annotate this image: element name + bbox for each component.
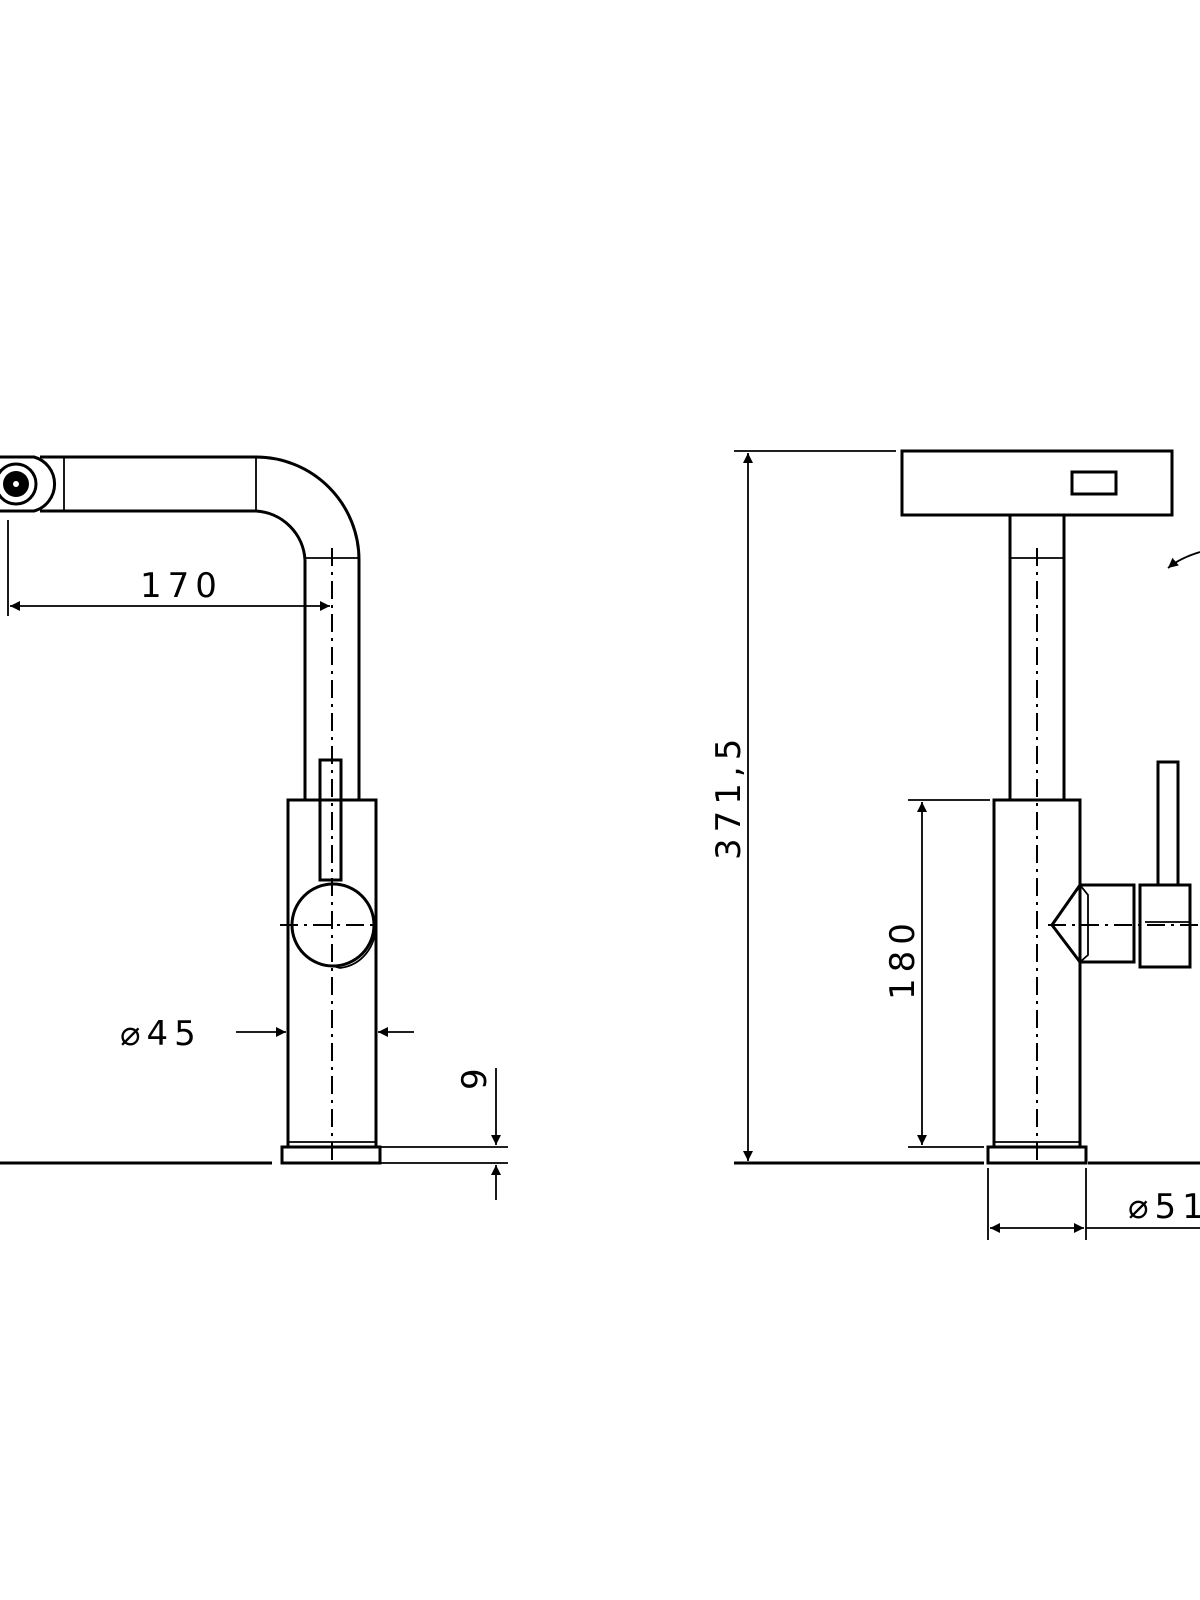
side-handle-lever [1156, 760, 1180, 887]
side-spray-button [1070, 470, 1118, 496]
side-rotation-arrow [1167, 551, 1200, 569]
dim-base-height-label: 9 [455, 1062, 495, 1090]
front-handle-lever [318, 758, 343, 882]
front-spray-nozzle-dot [13, 481, 19, 487]
dim-base-diameter-label: ⌀51 [1128, 1187, 1200, 1227]
side-view: 371,5 180 ⌀51 [709, 449, 1200, 1240]
front-spray-nozzle-ring [0, 462, 38, 506]
side-handle-body [1050, 883, 1136, 964]
front-handle-knob-shadow [291, 924, 376, 969]
front-spout-bend-inner [40, 509, 307, 561]
dim-total-height-label: 371,5 [709, 733, 749, 860]
dim-handle-height-label: 180 [883, 917, 923, 1000]
side-spray-head [900, 449, 1174, 517]
dim-body-diameter-label: ⌀45 [120, 1014, 202, 1054]
dim-reach-label: 170 [140, 566, 223, 606]
front-view: 170 ⌀45 9 [0, 455, 508, 1200]
front-spray-head [0, 455, 57, 513]
front-spout-bend-outer [40, 455, 361, 561]
